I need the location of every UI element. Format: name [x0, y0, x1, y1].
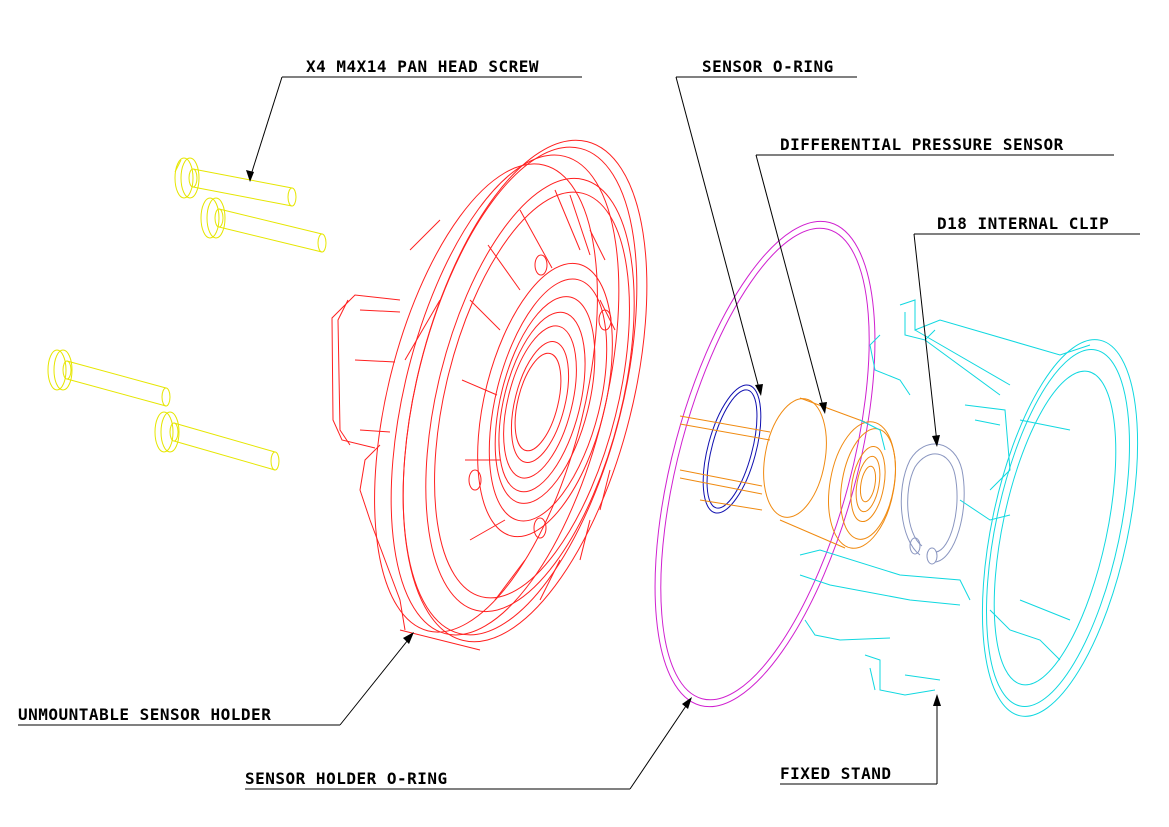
- label-screw: X4 M4X14 PAN HEAD SCREW: [246, 57, 582, 182]
- screws: [47, 157, 327, 471]
- label-holder-oring-text: SENSOR HOLDER O-RING: [245, 769, 448, 788]
- label-fixed-stand-text: FIXED STAND: [780, 764, 891, 783]
- screw-3: [47, 349, 171, 407]
- label-sensor-holder-text: UNMOUNTABLE SENSOR HOLDER: [18, 705, 271, 724]
- label-holder-oring: SENSOR HOLDER O-RING: [245, 697, 692, 790]
- label-sensor-holder: UNMOUNTABLE SENSOR HOLDER: [18, 632, 414, 726]
- label-internal-clip-text: D18 INTERNAL CLIP: [937, 214, 1109, 233]
- holder-oring: [654, 220, 876, 708]
- sensor-oring: [702, 384, 762, 514]
- screw-4: [154, 411, 280, 471]
- label-sensor-oring: SENSOR O-RING: [675, 57, 857, 396]
- label-pressure-sensor: DIFFERENTIAL PRESSURE SENSOR: [755, 135, 1114, 414]
- pressure-sensor: [679, 397, 896, 549]
- screw-1: [174, 157, 297, 207]
- internal-clip: [900, 443, 965, 565]
- fixed-stand: [799, 299, 1139, 717]
- sensor-holder: [331, 139, 648, 651]
- label-internal-clip: D18 INTERNAL CLIP: [913, 214, 1140, 447]
- screw-2: [200, 197, 327, 253]
- label-fixed-stand: FIXED STAND: [780, 694, 941, 785]
- label-pressure-sensor-text: DIFFERENTIAL PRESSURE SENSOR: [780, 135, 1064, 154]
- label-screw-text: X4 M4X14 PAN HEAD SCREW: [306, 57, 539, 76]
- label-sensor-oring-text: SENSOR O-RING: [702, 57, 834, 76]
